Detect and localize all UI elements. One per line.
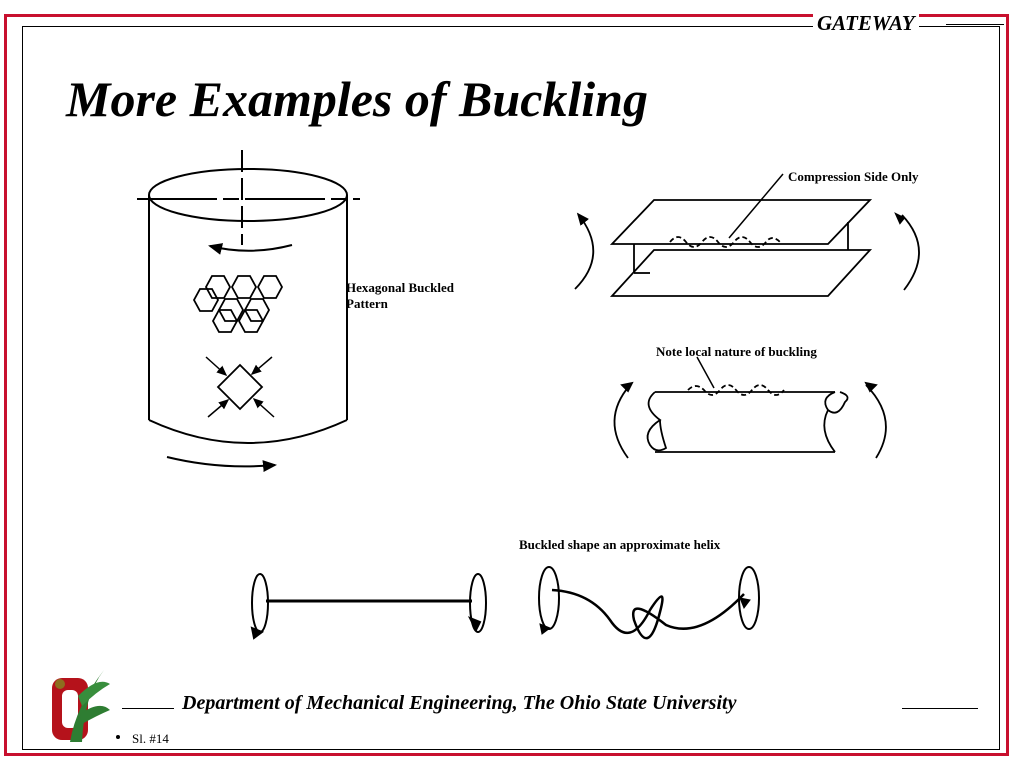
footer-rule-left bbox=[122, 708, 174, 709]
buckle-wave-top bbox=[669, 236, 781, 248]
tube-arrowhead-right bbox=[864, 381, 878, 393]
cylinder-figure bbox=[137, 150, 360, 473]
moment-arrowhead-right bbox=[894, 212, 906, 225]
bottom-flange bbox=[609, 249, 873, 297]
plate-figure bbox=[574, 173, 920, 297]
helix-arrowhead-left bbox=[539, 623, 552, 635]
tube-right-end-top bbox=[824, 391, 849, 414]
moment-arrow-right bbox=[901, 214, 920, 291]
helix-figure bbox=[538, 566, 760, 640]
tube-right-end bbox=[823, 409, 836, 453]
hexagon-pattern bbox=[192, 275, 284, 333]
ohio-state-logo bbox=[52, 670, 110, 742]
tube-figure bbox=[613, 356, 887, 459]
stress-arrow-ne bbox=[250, 356, 273, 375]
plate-leader-line bbox=[728, 173, 784, 239]
helix-arrowhead-right bbox=[739, 597, 751, 610]
shaft-arrowhead-right bbox=[467, 616, 482, 633]
slide-border-inner bbox=[22, 26, 1000, 750]
tube-arrow-left bbox=[613, 384, 631, 459]
helix-curve bbox=[551, 588, 745, 640]
stress-arrow-nw bbox=[205, 356, 228, 377]
logo-leaf-1 bbox=[78, 681, 110, 706]
tube-leader-line bbox=[696, 356, 715, 389]
torque-arrow-top bbox=[208, 243, 293, 255]
logo-buckeye-nut bbox=[55, 679, 65, 689]
tube-label: Note local nature of buckling bbox=[656, 344, 817, 359]
helix-label: Buckled shape an approximate helix bbox=[519, 537, 721, 552]
helix-torque-left bbox=[538, 566, 560, 630]
logo-block-o-center bbox=[62, 690, 78, 728]
tube-arrow-right bbox=[865, 384, 887, 459]
tube-arrowhead-left bbox=[620, 381, 634, 393]
footer-department: Department of Mechanical Engineering, Th… bbox=[182, 692, 737, 714]
stress-arrow-se bbox=[252, 397, 275, 418]
top-flange bbox=[609, 199, 873, 245]
shaft-torque-right bbox=[469, 573, 487, 633]
stress-element bbox=[216, 363, 264, 411]
slide-border-outer bbox=[4, 14, 1009, 756]
shaft-figure bbox=[250, 573, 487, 640]
shaft-arrowhead-left bbox=[250, 626, 265, 640]
tube-left-end bbox=[646, 391, 668, 452]
cylinder-label-line2: Pattern bbox=[346, 296, 389, 311]
bullet-dot bbox=[116, 735, 120, 739]
footer-rule-right bbox=[902, 708, 978, 709]
slide-number: Sl. #14 bbox=[132, 731, 169, 746]
plate-label: Compression Side Only bbox=[788, 169, 919, 184]
gateway-rule bbox=[946, 24, 1004, 25]
torque-arrow-bottom bbox=[166, 456, 277, 473]
logo-leaf-stem bbox=[70, 670, 104, 742]
stress-arrow-sw bbox=[207, 399, 230, 418]
slide-title: More Examples of Buckling bbox=[66, 71, 648, 127]
buckle-wave-tube bbox=[687, 384, 785, 396]
cylinder-top bbox=[148, 168, 348, 222]
helix-torque-right bbox=[738, 566, 760, 630]
gateway-brand: GATEWAY bbox=[813, 12, 919, 34]
cylinder-bottom bbox=[148, 419, 348, 444]
shaft-torque-left bbox=[251, 573, 269, 633]
moment-arrow-left bbox=[574, 212, 595, 290]
cylinder-label-line1: Hexagonal Buckled bbox=[346, 280, 455, 295]
logo-leaf-2 bbox=[80, 705, 110, 724]
